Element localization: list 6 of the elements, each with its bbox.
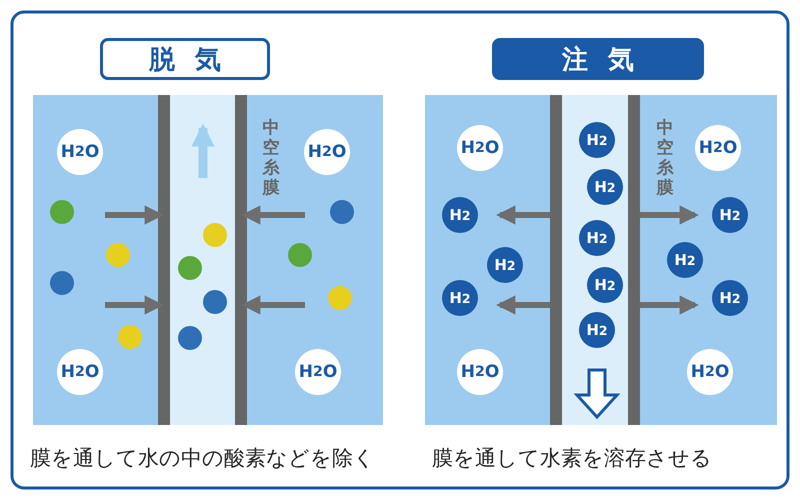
title-box: 脱気	[100, 38, 270, 80]
membrane-label: 中空糸膜	[262, 118, 280, 198]
membrane-label: 中空糸膜	[656, 118, 674, 198]
caption-text: 膜を通して水素を溶存させる	[432, 445, 712, 472]
caption-text: 膜を通して水の中の酸素などを除く	[30, 445, 375, 472]
title-box: 注気	[492, 38, 704, 80]
